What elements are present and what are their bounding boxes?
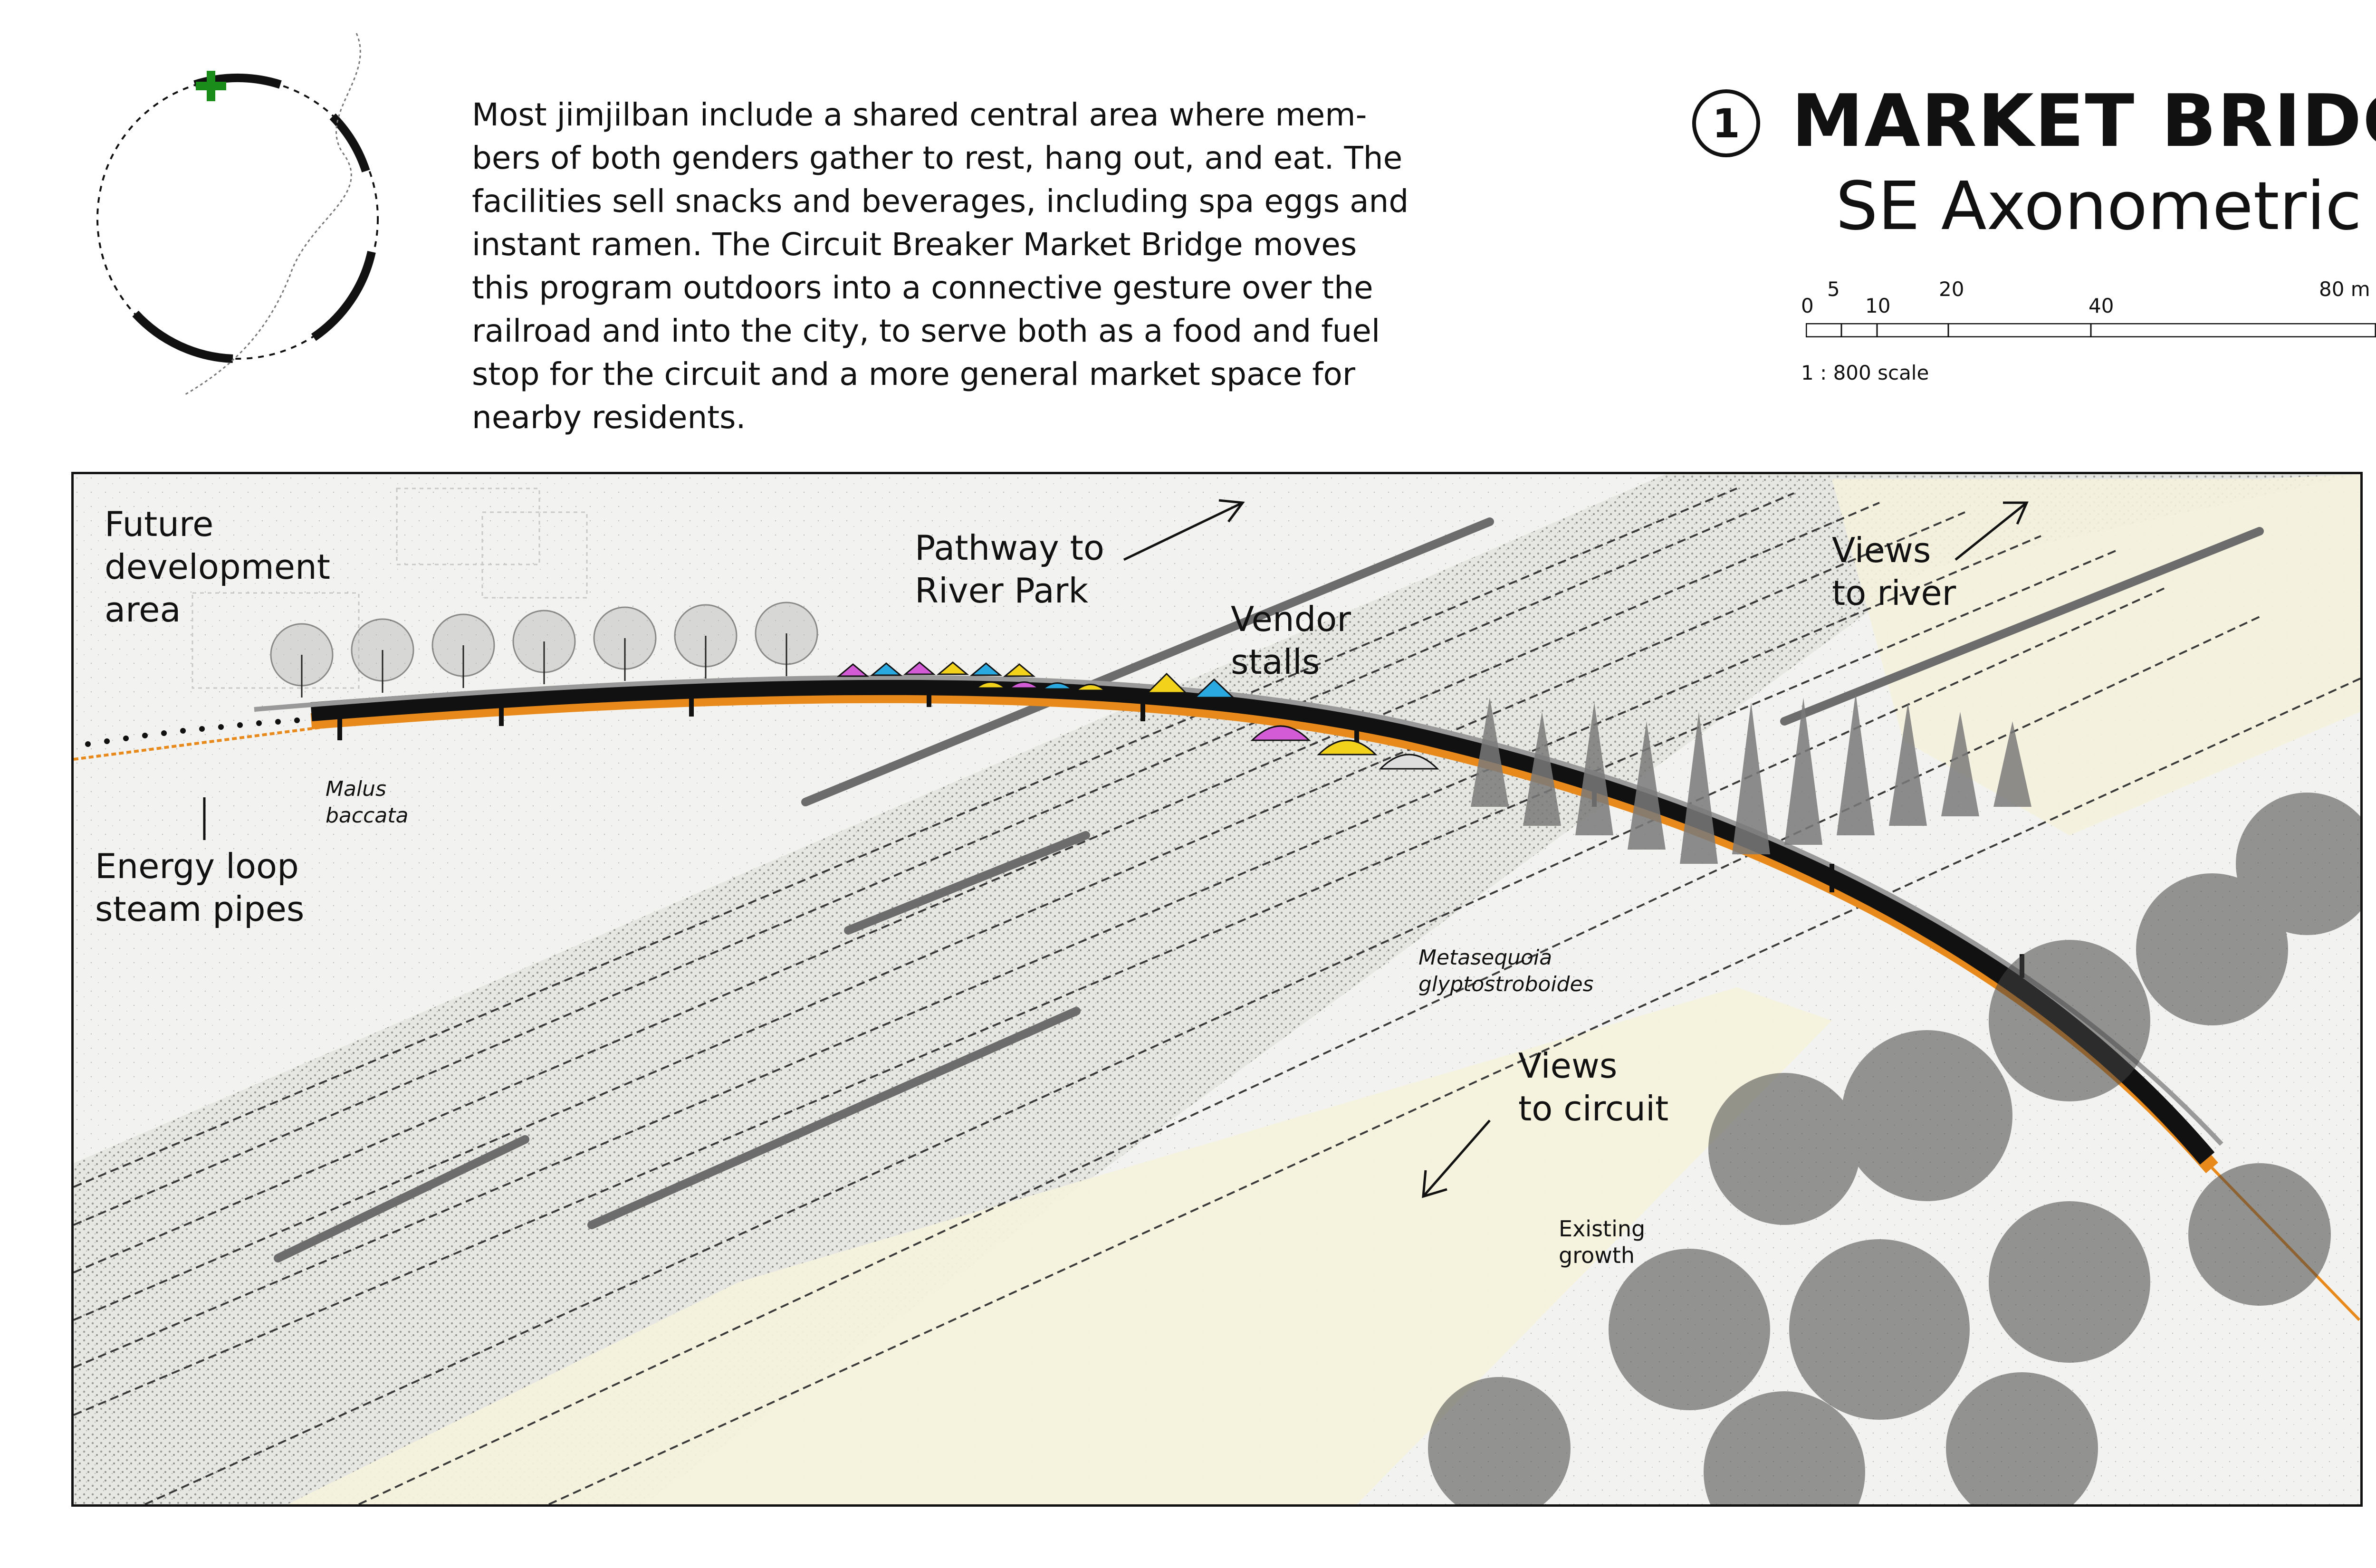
intro-line: bers of both genders gather to rest, han…	[472, 140, 1403, 176]
locator-plus-icon	[196, 71, 226, 101]
species-malus-baccata: Malus baccata	[326, 776, 408, 829]
axonometric-drawing: Future development area Pathway to River…	[71, 472, 2363, 1507]
label-line: Views	[1832, 530, 1931, 570]
label-line: Existing	[1559, 1216, 1646, 1242]
label-arrows	[203, 499, 2029, 1198]
metasequoia-grove	[1471, 693, 2031, 864]
label-line: steam pipes	[95, 889, 305, 929]
bridge-rail	[254, 675, 2223, 1146]
label-energy-loop: Energy loop steam pipes	[95, 845, 304, 930]
scale-tick-10: 10	[1865, 294, 1891, 317]
intro-line: this program outdoors into a connective …	[472, 269, 1373, 306]
label-line: to river	[1832, 573, 1956, 613]
malus-tree-row	[270, 602, 818, 698]
intro-line: facilities sell snacks and beverages, in…	[472, 183, 1409, 220]
scale-tick-5: 5	[1827, 277, 1840, 301]
species-metasequoia: Metasequoia glyptostroboides	[1418, 945, 1593, 998]
label-vendor-stalls: Vendor stalls	[1231, 598, 1351, 683]
vendor-stalls	[836, 661, 1439, 770]
label-line: Pathway to	[915, 528, 1104, 568]
label-line: Energy loop	[95, 846, 299, 886]
scale-tick-20: 20	[1939, 277, 1964, 301]
intro-paragraph: Most jimjilban include a shared central …	[472, 93, 1446, 439]
intro-line: instant ramen. The Circuit Breaker Marke…	[472, 226, 1357, 263]
rail-tracks	[74, 488, 2360, 1504]
locator-river	[185, 33, 361, 395]
intro-line: stop for the circuit and a more general …	[472, 356, 1356, 392]
label-line: Vendor	[1231, 599, 1351, 639]
scale-tick-40: 40	[2089, 294, 2114, 317]
platforms	[274, 517, 2264, 1262]
field-circuit	[287, 987, 1832, 1504]
label-line: stalls	[1231, 642, 1320, 682]
existing-growth-trees	[1428, 793, 2360, 1504]
label-views-to-river: Views to river	[1832, 529, 1956, 614]
scale-note: 1 : 800 scale	[1801, 361, 1929, 384]
label-views-to-circuit: Views to circuit	[1518, 1044, 1668, 1130]
plan-title: MARKET BRIDGE	[1792, 79, 2376, 163]
species-line: Metasequoia	[1418, 946, 1552, 970]
label-existing-growth: Existing growth	[1559, 1215, 1645, 1269]
species-line: baccata	[326, 803, 409, 828]
scale-bar	[1806, 323, 2376, 337]
label-line: area	[105, 590, 181, 630]
locator-map	[96, 33, 379, 395]
steam-pipes-dots	[85, 717, 300, 747]
intro-line: Most jimjilban include a shared central …	[472, 96, 1367, 133]
label-line: development	[105, 547, 330, 587]
species-line: Malus	[326, 777, 386, 801]
plan-number: 1	[1692, 89, 1760, 157]
label-line: River Park	[915, 571, 1089, 611]
drawing-art	[74, 474, 2360, 1504]
label-pathway: Pathway to River Park	[915, 526, 1104, 612]
locator-arc-3	[311, 251, 376, 341]
label-line: Future	[105, 504, 214, 544]
scale-tick-80: 80 m	[2319, 277, 2370, 301]
label-line: growth	[1559, 1243, 1635, 1268]
intro-line: railroad and into the city, to serve bot…	[472, 313, 1380, 349]
locator-arc-4	[132, 310, 233, 363]
bridge-deck	[310, 676, 2215, 1165]
intro-line: nearby residents.	[472, 399, 746, 436]
label-line: to circuit	[1518, 1089, 1669, 1128]
species-line: glyptostroboides	[1418, 972, 1594, 996]
rail-yard	[74, 474, 2360, 1504]
label-line: Views	[1518, 1046, 1618, 1086]
scale-tick-0: 0	[1801, 294, 1814, 317]
plan-subtitle: SE Axonometric	[1835, 168, 2362, 245]
label-future-development: Future development area	[105, 503, 330, 631]
